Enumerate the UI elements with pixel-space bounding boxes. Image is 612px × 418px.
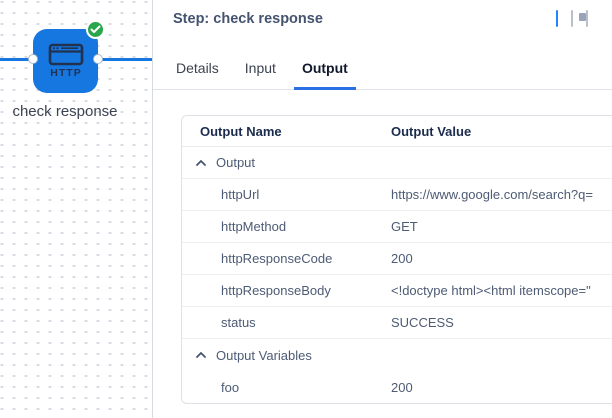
tab-output[interactable]: Output — [293, 60, 356, 90]
success-check-badge — [86, 20, 105, 39]
layout-split-right-icon — [556, 10, 558, 27]
layout-bottom-button[interactable] — [571, 10, 573, 27]
output-value: GET — [391, 219, 418, 234]
output-name: httpUrl — [221, 187, 260, 202]
table-header-row: Output Name Output Value — [182, 116, 612, 147]
tab-details[interactable]: Details — [176, 60, 219, 76]
chevron-up-icon — [195, 159, 207, 167]
node-output-port[interactable] — [93, 54, 103, 64]
panel-title: Step: check response — [173, 11, 323, 27]
output-value: 200 — [391, 379, 413, 395]
table-row: httpUrl https://www.google.com/search?q= — [182, 179, 612, 211]
flow-canvas[interactable]: HTTP check response — [0, 0, 152, 418]
column-header-output-value: Output Value — [391, 123, 472, 139]
output-value: SUCCESS — [391, 315, 454, 330]
group-label: Output Variables — [216, 347, 312, 363]
chevron-up-icon — [195, 351, 207, 359]
output-name: status — [221, 315, 256, 330]
output-name: httpResponseBody — [221, 283, 331, 298]
table-row: httpMethod GET — [182, 211, 612, 243]
output-name: foo — [221, 379, 240, 395]
table-row: httpResponseBody <!doctype html><html it… — [182, 275, 612, 307]
http-step-node[interactable]: HTTP — [33, 29, 98, 93]
output-value: 200 — [391, 251, 413, 266]
node-input-port[interactable] — [28, 54, 38, 64]
group-row-output[interactable]: Output — [182, 147, 612, 179]
check-icon — [90, 25, 101, 33]
group-label: Output — [216, 155, 256, 170]
table-row: httpResponseCode 200 — [182, 243, 612, 275]
output-name: httpResponseCode — [221, 251, 333, 266]
layout-bottom-icon — [571, 10, 573, 27]
panel-divider[interactable] — [152, 0, 153, 418]
step-detail-panel: Step: check response Details Input Outp — [153, 0, 612, 418]
group-row-output-variables[interactable]: Output Variables — [182, 339, 612, 371]
table-row: foo 200 — [182, 371, 612, 403]
tabs: Details Input Output — [168, 60, 356, 90]
table-row: status SUCCESS — [182, 307, 612, 339]
output-name: httpMethod — [221, 219, 287, 234]
panel-controls — [556, 10, 601, 27]
layout-split-right-button[interactable] — [556, 10, 558, 27]
node-type-label: HTTP — [50, 67, 81, 79]
panel-tab-bar: Step: check response Details Input Outp — [153, 0, 612, 90]
layout-floating-button[interactable] — [586, 10, 588, 27]
tab-input[interactable]: Input — [244, 60, 276, 76]
node-label: check response — [12, 103, 118, 120]
output-value: https://www.google.com/search?q= — [391, 187, 593, 202]
column-header-output-name: Output Name — [200, 123, 282, 139]
http-card-icon: HTTP — [48, 43, 83, 79]
layout-floating-icon — [586, 10, 588, 27]
output-table: Output Name Output Value Output httpUrl … — [181, 115, 612, 404]
output-value: <!doctype html><html itemscope=" — [391, 283, 591, 298]
